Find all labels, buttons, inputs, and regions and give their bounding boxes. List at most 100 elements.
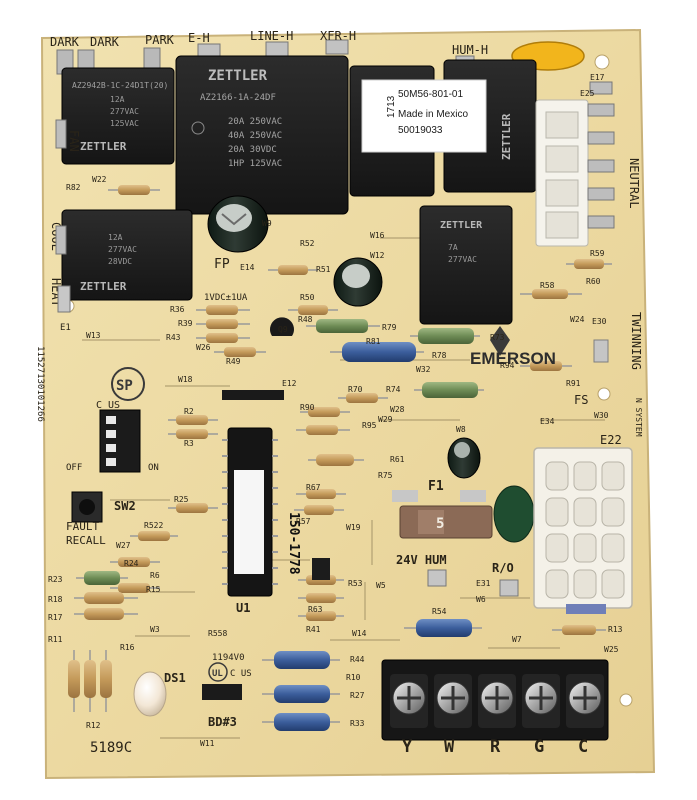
svg-text:277VAC: 277VAC: [110, 107, 139, 116]
resistor-small: [268, 265, 318, 275]
svg-text:UL: UL: [212, 669, 223, 679]
resistor-green-large: [414, 382, 484, 398]
ref-w30: W30: [594, 411, 609, 420]
label-line-h: LINE-H: [250, 29, 293, 43]
resistor-small: [294, 505, 344, 515]
relay-main-rating-2: 40A 250VAC: [228, 131, 282, 141]
label-e-h: E-H: [188, 31, 210, 45]
terminal-label-c: C: [578, 737, 588, 757]
label-dark-1: DARK: [50, 35, 80, 49]
resistor-blue-large: [330, 342, 424, 362]
svg-text:12A: 12A: [110, 95, 125, 104]
resistor-small: [196, 333, 250, 343]
fault-recall-button[interactable]: SW2 FAULT RECALL: [66, 491, 136, 547]
label-sw2: SW2: [114, 499, 136, 513]
ref-w6: W6: [476, 595, 486, 604]
fuse-f1: F1 5: [392, 479, 493, 539]
ref-r13: R13: [608, 625, 623, 634]
svg-text:28VDC: 28VDC: [108, 257, 132, 266]
resistor-vertical: [68, 650, 80, 712]
terminal-screw-c[interactable]: [566, 674, 604, 728]
terminal-screw-g[interactable]: [522, 674, 560, 728]
resistor-small: [298, 611, 344, 621]
transistor-q9: Q9: [270, 317, 294, 336]
ref-r73: R73: [490, 333, 505, 342]
part-label-sticker: 50M56-801-01 Made in Mexico 50019033 171…: [361, 79, 487, 153]
ref-r52: R52: [300, 239, 315, 248]
ref-r43: R43: [166, 333, 181, 342]
terminal-screw-y[interactable]: [390, 674, 428, 728]
svg-text:SP: SP: [116, 378, 133, 394]
terminal-label-g: G: [534, 737, 544, 757]
ref-r11: R11: [48, 635, 63, 644]
resistor-small: [296, 489, 346, 499]
ref-r39: R39: [178, 319, 193, 328]
ul-logo: UL C US 1194V0: [208, 653, 252, 682]
relay-neutral: ZETTLER 7A 277VAC: [419, 205, 513, 325]
label-u1: U1: [236, 601, 250, 615]
label-ds1: DS1: [164, 671, 186, 685]
resistor-small: [110, 583, 160, 593]
label-r-o: R/O: [492, 561, 514, 575]
ref-r78: R78: [432, 351, 447, 360]
label-e1: E1: [60, 323, 71, 333]
thermostat-terminal-block: Y W R G C: [381, 659, 609, 757]
svg-text:Q9: Q9: [278, 325, 288, 334]
terminal-screw-r[interactable]: [478, 674, 516, 728]
terminal-screw-w[interactable]: [434, 674, 472, 728]
ref-w32: W32: [416, 365, 431, 374]
ref-r51: R51: [316, 265, 331, 274]
ref-w22: W22: [92, 175, 107, 184]
ref-r54: R54: [432, 607, 447, 616]
label-xfr-h: XFR-H: [320, 29, 356, 43]
ref-w16: W16: [370, 231, 385, 240]
resistor-small: [298, 593, 344, 603]
neutral-spade-terminals: [587, 81, 615, 229]
ref-w14: W14: [352, 629, 367, 638]
left-spade-terminals: [55, 119, 71, 313]
terminal-label-r: R: [490, 737, 501, 757]
label-fault: FAULT: [66, 520, 99, 533]
ref-r558: R558: [208, 629, 227, 638]
resistor-small: [108, 185, 160, 195]
svg-text:AZ2942B-1C-24D1T(20): AZ2942B-1C-24D1T(20): [72, 81, 168, 90]
ref-w11: W11: [200, 739, 215, 748]
capacitor-small: [447, 437, 481, 479]
header-e12: E12: [222, 379, 297, 400]
resistor-small: [168, 415, 218, 425]
ref-r12: R12: [86, 721, 101, 730]
relay-main-rating-4: 1HP 125VAC: [228, 159, 282, 169]
resistor-green-large: [410, 328, 480, 344]
resistor-small: [288, 305, 338, 315]
relay-brand-fan: ZETTLER: [80, 140, 127, 153]
resistor-small: [552, 625, 606, 635]
resistor-green: [76, 571, 128, 585]
ref-r2: R2: [184, 407, 194, 416]
relay-brand-cool: ZETTLER: [80, 280, 127, 293]
label-fp-rating: 1VDC±1UA: [204, 293, 248, 303]
ref-r82: R82: [66, 183, 81, 192]
smd-display-chip: BD#3: [202, 684, 242, 729]
label-system: N SYSTEM: [634, 398, 643, 437]
ref-r95: R95: [362, 421, 377, 430]
ref-r50: R50: [300, 293, 315, 302]
resistor-small: [300, 407, 350, 417]
terminal-label-w: W: [444, 737, 455, 757]
label-code: 50019033: [398, 125, 443, 136]
ref-w28: W28: [390, 405, 405, 414]
relay-brand-inducer: ZETTLER: [500, 113, 513, 160]
resistor-blue: [262, 685, 340, 703]
capacitor-c15: [207, 195, 269, 253]
label-e25: E25: [580, 89, 595, 98]
ref-r27: R27: [350, 691, 365, 700]
ref-r36: R36: [170, 305, 185, 314]
ref-r3: R3: [184, 439, 194, 448]
ref-r17: R17: [48, 613, 63, 622]
ground-clip: [593, 339, 609, 363]
terminal-label-y: Y: [402, 737, 413, 757]
ref-r53: R53: [348, 579, 363, 588]
wire-jumper-designators: W22 W13 W9 W26 W12 W16 W18 W32 W28 W29 W…: [86, 175, 619, 748]
ref-r59: R59: [590, 249, 605, 258]
resistor-small: [74, 608, 138, 620]
dip-on-label: ON: [148, 463, 159, 473]
